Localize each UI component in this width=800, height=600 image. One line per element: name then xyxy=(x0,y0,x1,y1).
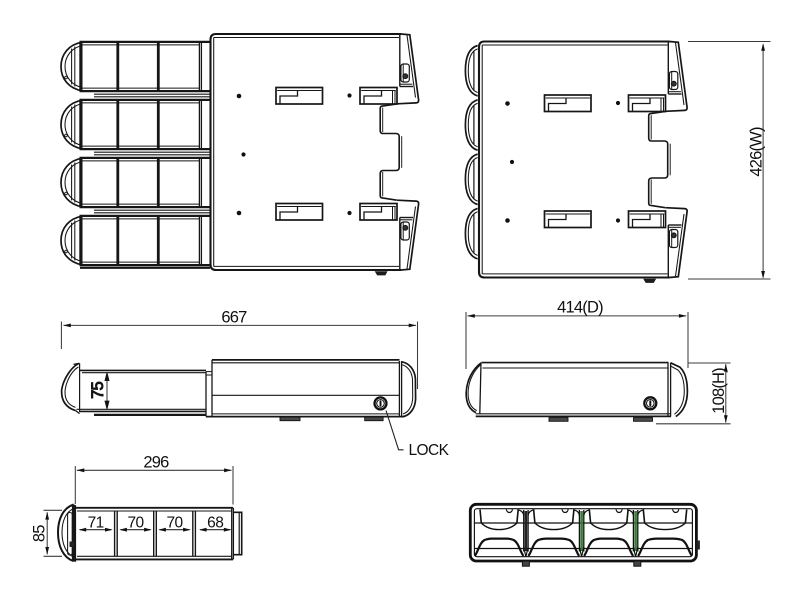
svg-text:426(W): 426(W) xyxy=(748,127,766,177)
svg-text:70: 70 xyxy=(127,515,144,532)
svg-text:75: 75 xyxy=(89,382,107,399)
svg-text:414(D): 414(D) xyxy=(557,299,603,317)
svg-text:71: 71 xyxy=(88,515,104,532)
svg-text:85: 85 xyxy=(30,525,48,542)
svg-text:667: 667 xyxy=(221,308,247,326)
svg-text:70: 70 xyxy=(166,515,183,532)
svg-text:LOCK: LOCK xyxy=(409,442,450,459)
svg-text:68: 68 xyxy=(207,515,223,532)
svg-text:108(H): 108(H) xyxy=(710,368,728,414)
svg-text:296: 296 xyxy=(143,453,169,471)
